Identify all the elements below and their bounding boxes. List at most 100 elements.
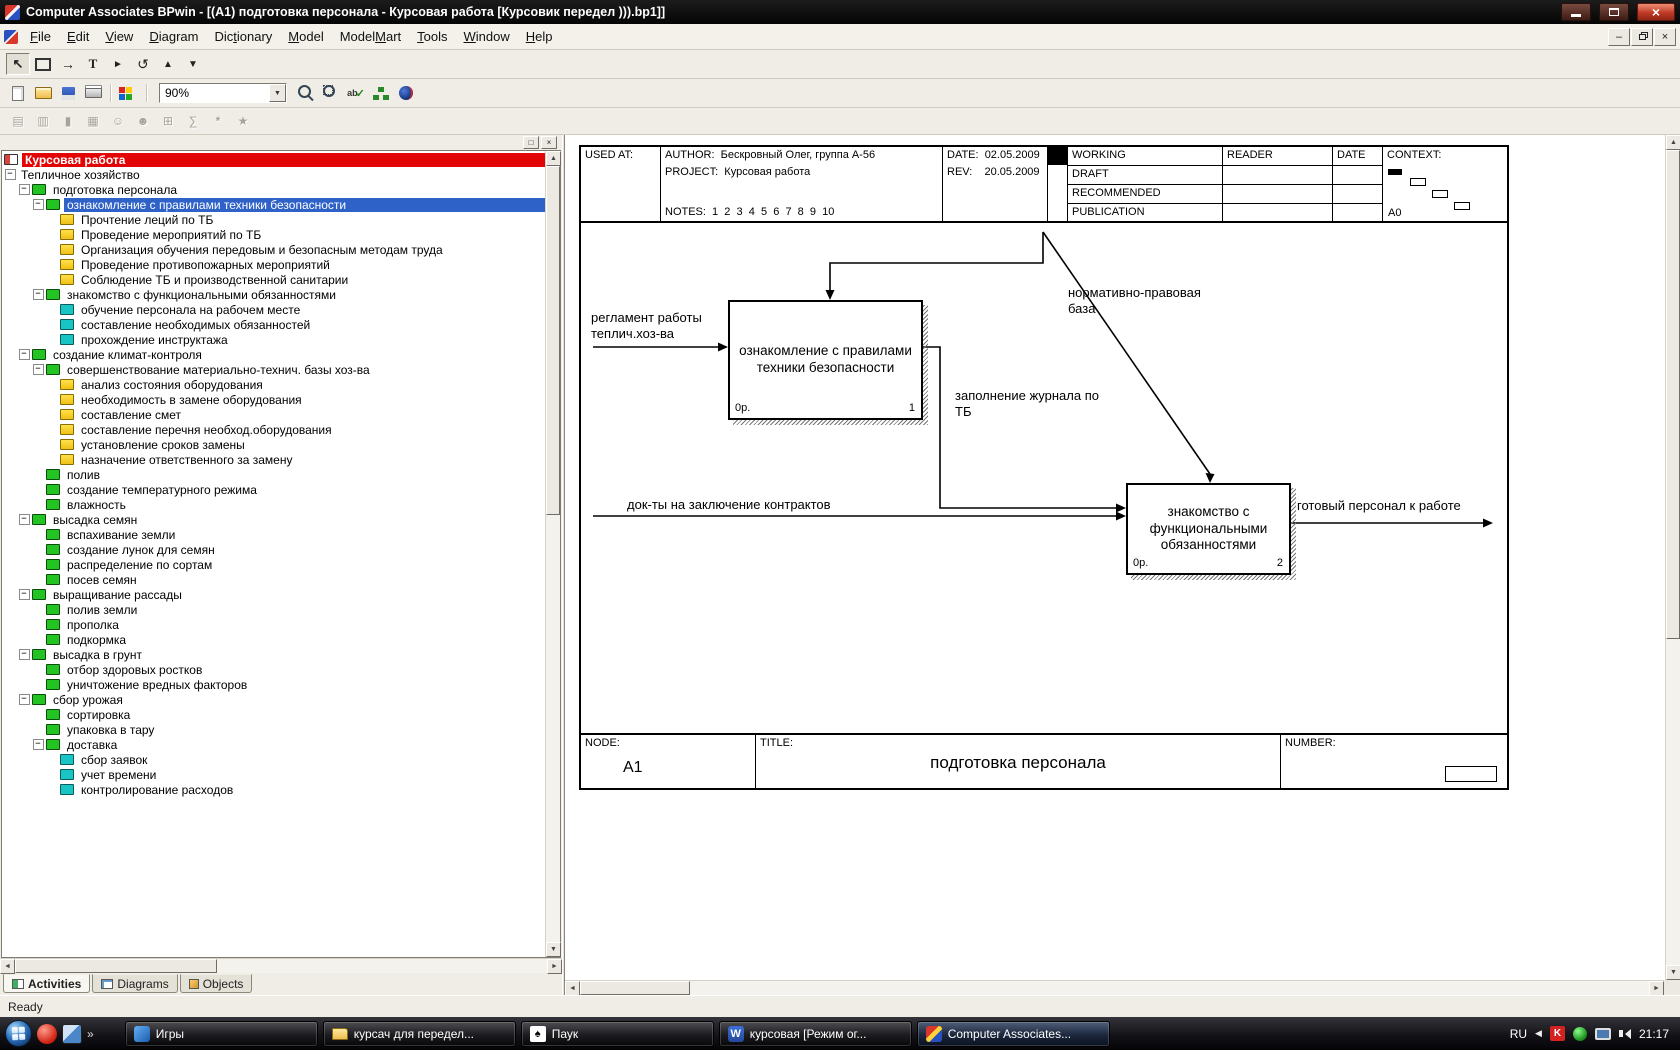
minimize-button[interactable]: [1561, 3, 1591, 21]
collapse-expander[interactable]: −: [32, 199, 44, 211]
quick-launch-overflow-chevron[interactable]: »: [87, 1027, 94, 1041]
play-tool-button[interactable]: [106, 53, 130, 75]
minus-expander-icon[interactable]: −: [19, 589, 30, 600]
tree-item[interactable]: Прочтение леций по ТБ: [2, 212, 545, 227]
panel-undock-button[interactable]: □: [523, 136, 539, 149]
minus-expander-icon[interactable]: −: [19, 649, 30, 660]
collapse-expander[interactable]: −: [32, 364, 44, 376]
menu-file[interactable]: File: [22, 26, 59, 47]
tree-item[interactable]: −знакомство с функциональными обязанност…: [2, 287, 545, 302]
diagram-vertical-scrollbar[interactable]: ▲ ▼: [1665, 135, 1680, 980]
tree-horizontal-scrollbar[interactable]: ◄ ►: [0, 958, 562, 973]
menu-view[interactable]: View: [97, 26, 141, 47]
save-button[interactable]: [56, 82, 80, 104]
scroll-left-arrow-icon[interactable]: ◄: [0, 959, 15, 974]
collapse-expander[interactable]: −: [32, 289, 44, 301]
tree-item[interactable]: отбор здоровых ростков: [2, 662, 545, 677]
zoom-dropdown-arrow-icon[interactable]: ▼: [269, 84, 286, 102]
menu-edit[interactable]: Edit: [59, 26, 97, 47]
tree-item[interactable]: влажность: [2, 497, 545, 512]
zoom-area-button[interactable]: [319, 82, 343, 104]
minus-expander-icon[interactable]: −: [19, 184, 30, 195]
tree-item[interactable]: учет времени: [2, 767, 545, 782]
tree-item[interactable]: обучение персонала на рабочем месте: [2, 302, 545, 317]
collapse-expander[interactable]: −: [18, 649, 30, 661]
tree-item[interactable]: назначение ответственного за замену: [2, 452, 545, 467]
arrow-label-output2[interactable]: готовый персонал к работе: [1297, 498, 1461, 514]
tree-item[interactable]: создание лунок для семян: [2, 542, 545, 557]
tree-item[interactable]: −подготовка персонала: [2, 182, 545, 197]
scroll-thumb[interactable]: [580, 981, 690, 995]
new-doc-button[interactable]: [6, 82, 30, 104]
collapse-expander[interactable]: −: [4, 169, 16, 181]
arrow-label-control[interactable]: нормативно-правовая база: [1068, 285, 1248, 317]
tree-vertical-scrollbar[interactable]: ▲ ▼: [545, 151, 560, 957]
tree-item[interactable]: составление смет: [2, 407, 545, 422]
minus-expander-icon[interactable]: −: [33, 199, 44, 210]
zoom-combobox[interactable]: 90%▼: [159, 83, 287, 103]
tree-item[interactable]: вспахивание земли: [2, 527, 545, 542]
taskbar-button[interactable]: курсач для передел...: [323, 1021, 516, 1047]
arrow-label-input2[interactable]: док-ты на заключение контрактов: [627, 497, 831, 513]
menu-tools[interactable]: Tools: [409, 26, 455, 47]
language-indicator[interactable]: RU: [1510, 1027, 1527, 1041]
tree-item[interactable]: −сбор урожая: [2, 692, 545, 707]
select-tool-button[interactable]: [6, 53, 30, 75]
child-restore-button[interactable]: [1631, 28, 1653, 46]
tree-item[interactable]: прополка: [2, 617, 545, 632]
start-button[interactable]: [5, 1020, 32, 1047]
minus-expander-icon[interactable]: −: [19, 349, 30, 360]
collapse-expander[interactable]: −: [18, 514, 30, 526]
print-button[interactable]: [81, 82, 105, 104]
clock[interactable]: 21:17: [1639, 1027, 1669, 1041]
quick-launch-icon-1[interactable]: [37, 1024, 57, 1044]
tree-item[interactable]: −доставка: [2, 737, 545, 752]
collapse-expander[interactable]: −: [32, 739, 44, 751]
tab-activities[interactable]: Activities: [3, 974, 90, 993]
menu-model[interactable]: Model: [280, 26, 331, 47]
taskbar-button[interactable]: Игры: [125, 1021, 318, 1047]
display-tray-icon[interactable]: [1595, 1028, 1611, 1040]
panel-close-button[interactable]: ×: [541, 136, 557, 149]
color-palette-button[interactable]: [117, 82, 141, 104]
collapse-expander[interactable]: −: [18, 349, 30, 361]
tree-item[interactable]: составление перечня необход.оборудования: [2, 422, 545, 437]
minus-expander-icon[interactable]: −: [33, 739, 44, 750]
tree-item[interactable]: сортировка: [2, 707, 545, 722]
scroll-left-arrow-icon[interactable]: ◄: [565, 981, 580, 996]
tree-item[interactable]: упаковка в тару: [2, 722, 545, 737]
quick-launch-icon-2[interactable]: [62, 1024, 82, 1044]
tab-diagrams[interactable]: Diagrams: [92, 974, 177, 993]
maximize-button[interactable]: [1599, 3, 1629, 21]
scroll-up-arrow-icon[interactable]: ▲: [1666, 135, 1680, 150]
scroll-track[interactable]: [546, 166, 560, 942]
scroll-right-arrow-icon[interactable]: ►: [547, 959, 562, 974]
menu-help[interactable]: Help: [518, 26, 561, 47]
volume-tray-icon[interactable]: [1619, 1029, 1631, 1039]
tree-item[interactable]: полив земли: [2, 602, 545, 617]
arrow-label-output1[interactable]: заполнение журнала по ТБ: [955, 388, 1130, 420]
scroll-track[interactable]: [580, 981, 1649, 995]
taskbar-button[interactable]: Паук: [521, 1021, 714, 1047]
diagram-horizontal-scrollbar[interactable]: ◄ ►: [565, 980, 1664, 995]
tree-item[interactable]: −ознакомление с правилами техники безопа…: [2, 197, 545, 212]
tree-item[interactable]: −совершенствование материально-технич. б…: [2, 362, 545, 377]
triangle-down-tool-button[interactable]: [181, 53, 205, 75]
triangle-up-tool-button[interactable]: [156, 53, 180, 75]
text-tool-button[interactable]: [81, 53, 105, 75]
tree-item[interactable]: прохождение инструктажа: [2, 332, 545, 347]
squiggle-tool-button[interactable]: [131, 53, 155, 75]
tree-item[interactable]: −выращивание рассады: [2, 587, 545, 602]
taskbar-button[interactable]: курсовая [Режим ог...: [719, 1021, 912, 1047]
tree-root[interactable]: Курсовая работа: [2, 152, 545, 167]
child-close-button[interactable]: ×: [1654, 28, 1676, 46]
tree-item[interactable]: посев семян: [2, 572, 545, 587]
menu-diagram[interactable]: Diagram: [141, 26, 206, 47]
tree-item[interactable]: анализ состояния оборудования: [2, 377, 545, 392]
arrow-tool-button[interactable]: [56, 53, 80, 75]
menu-modelmart[interactable]: ModelMart: [332, 26, 409, 47]
child-minimize-button[interactable]: –: [1608, 28, 1630, 46]
tree-item[interactable]: уничтожение вредных факторов: [2, 677, 545, 692]
tree-item[interactable]: полив: [2, 467, 545, 482]
arrow-label-input1[interactable]: регламент работы теплич.хоз-ва: [591, 310, 741, 342]
